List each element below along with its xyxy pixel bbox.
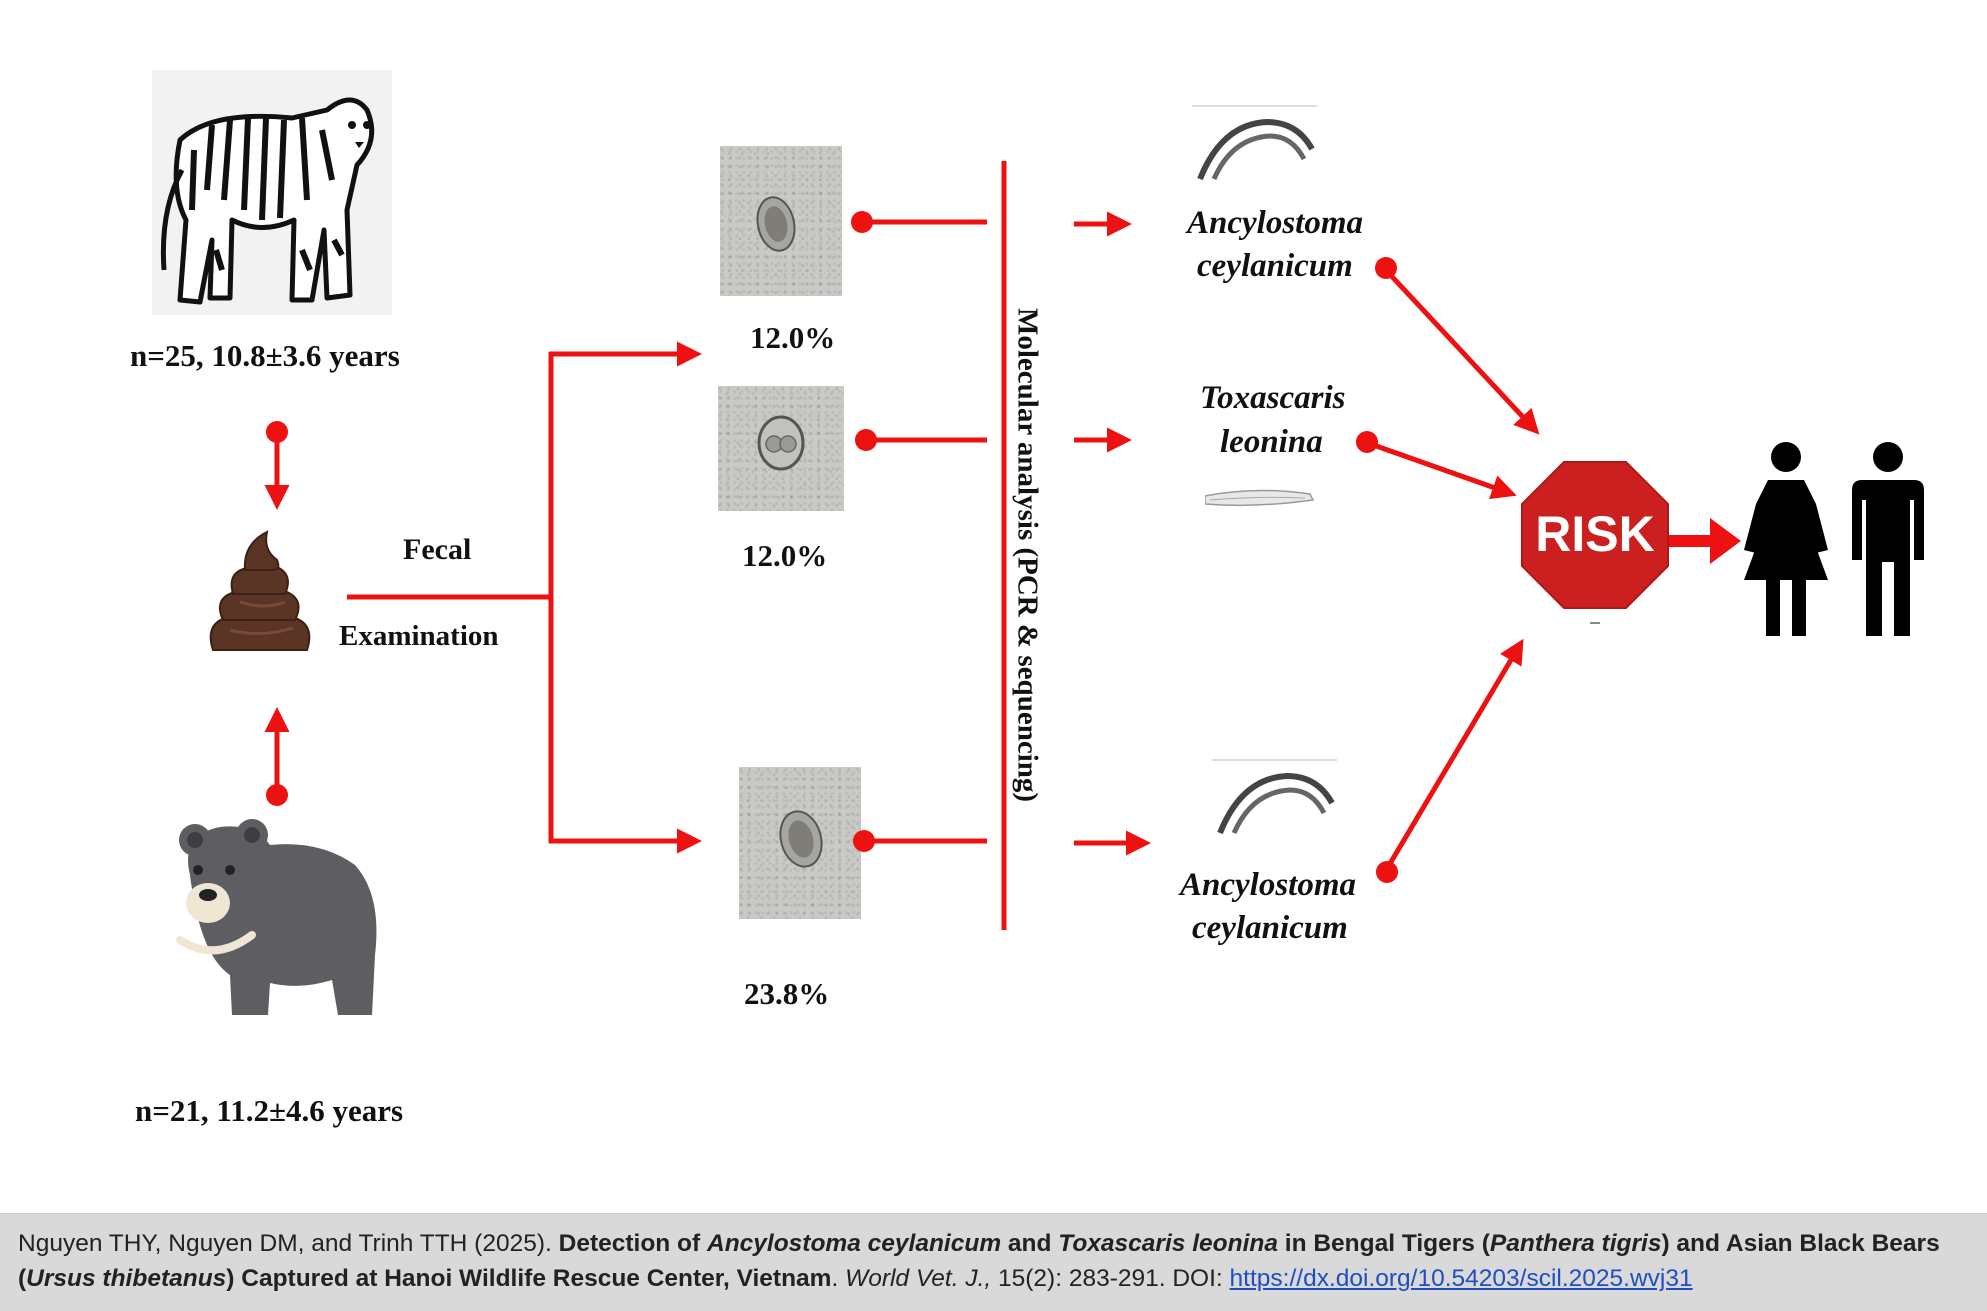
doi-link[interactable]: https://dx.doi.org/10.54203/scil.2025.wv… (1229, 1265, 1693, 1292)
parasite-2-species: leonina (1220, 424, 1323, 460)
tiger-illustration (152, 70, 392, 315)
examination-label: Examination (339, 620, 499, 652)
hookworm-illustration-2 (1212, 759, 1337, 835)
prevalence-3: 23.8% (744, 976, 830, 1011)
egg-micrograph-3 (739, 767, 861, 919)
woman-icon (1744, 442, 1828, 636)
parasite-1-species: ceylanicum (1197, 248, 1353, 284)
egg-micrograph-2 (718, 386, 844, 511)
parasite-3-species: ceylanicum (1192, 910, 1348, 946)
prevalence-2: 12.0% (742, 538, 828, 573)
hookworm-illustration-1 (1192, 105, 1317, 181)
tiger-count-label: n=25, 10.8±3.6 years (130, 338, 400, 373)
citation-journal: World Vet. J., (845, 1265, 992, 1292)
risk-text: RISK (1535, 506, 1654, 562)
feces-icon (209, 530, 311, 651)
citation-volume: 15(2): 283-291. DOI: (991, 1265, 1230, 1292)
bear-illustration (176, 819, 377, 1015)
egg-micrograph-1 (720, 146, 842, 296)
man-icon (1852, 442, 1924, 636)
roundworm-illustration (1205, 489, 1315, 507)
connector-arrows (264, 161, 1741, 930)
fecal-label: Fecal (403, 533, 472, 566)
parasite-3-genus: Ancylostoma (1180, 867, 1357, 903)
parasite-2-genus: Toxascaris (1200, 380, 1346, 416)
citation-authors: Nguyen THY, Nguyen DM, and Trinh TTH (20… (18, 1230, 559, 1257)
risk-stop-sign: RISK (1521, 461, 1669, 624)
citation-title: Detection of Ancylostoma ceylanicum and … (18, 1230, 1940, 1292)
prevalence-1: 12.0% (750, 320, 836, 355)
bear-count-label: n=21, 11.2±4.6 years (135, 1093, 404, 1128)
citation-footer: Nguyen THY, Nguyen DM, and Trinh TTH (20… (0, 1213, 1987, 1311)
parasite-1-genus: Ancylostoma (1187, 205, 1364, 241)
